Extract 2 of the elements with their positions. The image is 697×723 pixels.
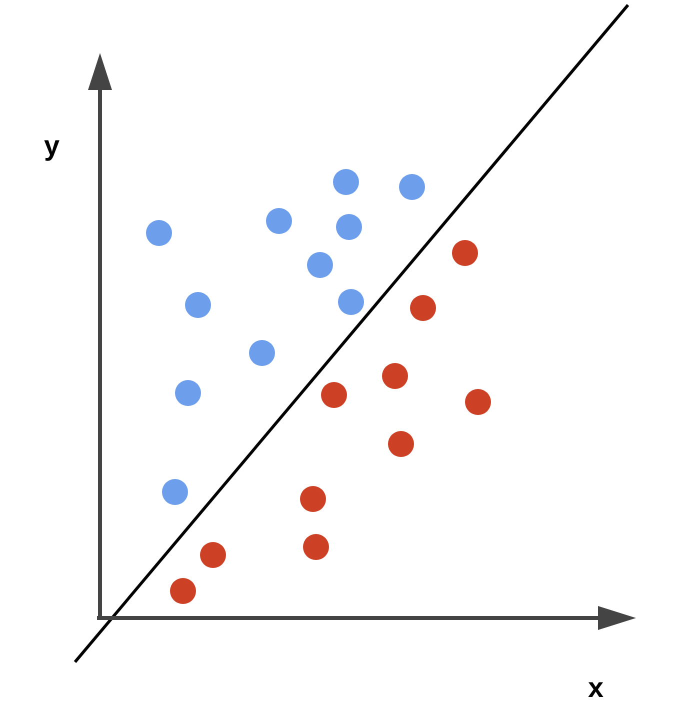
axis-label: x (588, 674, 604, 702)
axis-label: y (44, 132, 60, 160)
